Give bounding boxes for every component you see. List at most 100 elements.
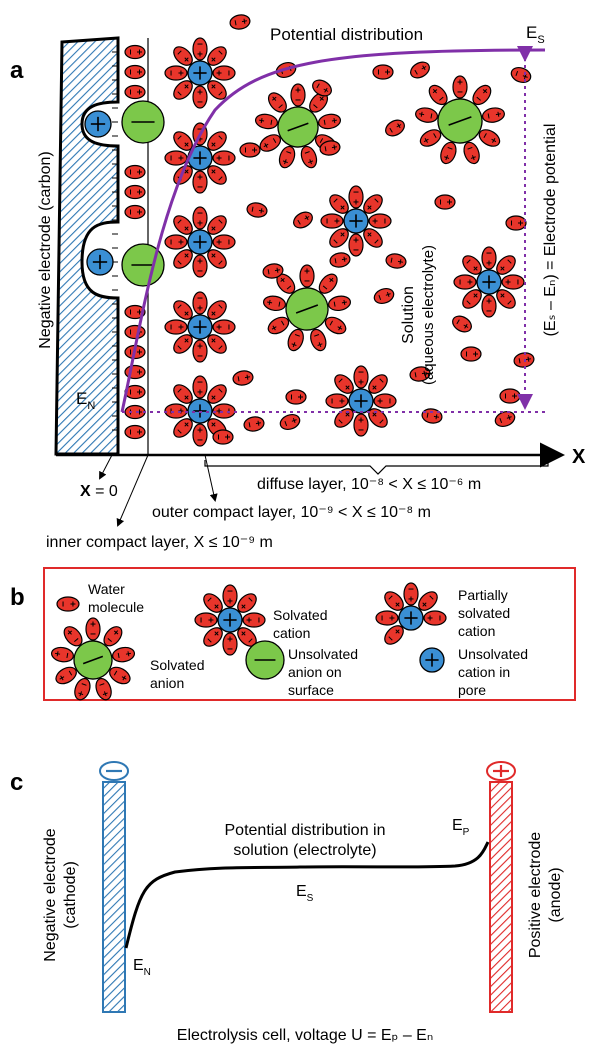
water-molecule (124, 384, 146, 400)
water-molecule (368, 374, 388, 394)
water-molecule (478, 129, 501, 147)
legend-solvated-cation-line2: cation (273, 625, 310, 641)
water-molecule (290, 83, 306, 107)
solvated-cation (194, 584, 266, 656)
water-molecule (173, 80, 193, 100)
water-molecule (403, 582, 419, 606)
water-molecule (50, 646, 74, 663)
water-molecule (173, 384, 193, 404)
water-molecule (452, 315, 472, 333)
water-molecule (63, 626, 83, 647)
water-molecule (173, 46, 193, 66)
water-molecule (287, 328, 304, 352)
water-molecule (192, 170, 208, 194)
water-molecule (267, 316, 290, 335)
solvated-cation (325, 365, 397, 437)
water-molecule (124, 424, 146, 440)
panel-a: a Negative electrode (carbon) Potential … (10, 14, 586, 551)
water-molecule (56, 596, 80, 612)
water-molecule (109, 666, 131, 685)
anion (121, 100, 165, 144)
water-molecule (203, 593, 223, 613)
water-molecule (173, 249, 193, 269)
cell-ep-label: EP (452, 817, 470, 838)
water-molecule (363, 194, 383, 214)
outer-label: outer compact layer, 10⁻⁹ < X ≤ 10⁻⁸ m (152, 504, 431, 521)
water-molecule (222, 632, 238, 656)
water-molecule (496, 255, 516, 275)
water-molecule (496, 289, 516, 309)
solvated-cation (164, 291, 236, 363)
cell-potential-curve (124, 841, 490, 949)
water-molecule (462, 255, 482, 275)
water-molecule (423, 610, 447, 626)
water-molecule (410, 61, 430, 79)
water-molecule (262, 263, 284, 279)
water-molecule (452, 75, 468, 99)
potential-curve (120, 48, 546, 413)
water-molecule (124, 44, 146, 60)
water-molecule (310, 328, 327, 352)
legend-unsolvated-anion-line1: Unsolvated (288, 646, 358, 662)
water-molecule (320, 213, 344, 229)
water-molecule (353, 365, 369, 389)
water-molecule (192, 375, 208, 399)
anode-label: Positive electrode (527, 832, 544, 958)
water-molecule (363, 228, 383, 248)
water-molecule (463, 141, 480, 165)
anion (277, 106, 319, 148)
water-molecule (510, 66, 532, 84)
outer-pointer (204, 454, 218, 502)
x-zero-label: X = 0 (80, 483, 118, 500)
water-molecule (203, 627, 223, 647)
water-molecule (212, 403, 236, 419)
surface-tick-marks (112, 51, 118, 431)
negative-electrode (54, 36, 120, 456)
panel-a-letter: a (10, 57, 24, 84)
water-molecule (222, 584, 238, 608)
cell-es-label: ES (296, 883, 314, 904)
molecule-layer (84, 14, 535, 447)
water-molecule (481, 107, 505, 123)
water-molecule (440, 141, 457, 165)
water-molecule (384, 625, 404, 645)
cation (84, 110, 112, 138)
legend-glyphs (50, 582, 447, 701)
inner-pointer (116, 454, 149, 527)
inner-label: inner compact layer, X ≤ 10⁻⁹ m (46, 534, 273, 551)
legend-unsolvated-anion-line3: surface (288, 682, 334, 698)
water-molecule (254, 113, 278, 130)
anode-bar (489, 781, 513, 1013)
electrode-potential-label: (Eₛ – Eₙ) = Electrode potential (542, 124, 559, 337)
potential-title: Potential distribution (270, 25, 423, 44)
water-molecule (259, 134, 282, 152)
water-molecule (164, 234, 188, 250)
cation (187, 229, 213, 255)
water-molecule (373, 287, 395, 305)
water-molecule (329, 194, 349, 214)
en-label: EN (76, 389, 95, 412)
water-molecule (428, 84, 448, 106)
water-molecule (384, 591, 404, 611)
water-molecule (368, 213, 392, 229)
water-molecule (164, 319, 188, 335)
es-label: ES (526, 23, 545, 46)
water-molecule (348, 185, 364, 209)
water-molecule (173, 215, 193, 235)
water-molecule (494, 410, 516, 428)
cation (217, 607, 243, 633)
water-molecule (460, 346, 482, 362)
water-molecule (212, 150, 236, 166)
anion (437, 98, 483, 144)
water-molecule (124, 404, 146, 420)
cation (343, 208, 369, 234)
water-molecule (192, 254, 208, 278)
water-molecule (373, 393, 397, 409)
water-molecule (385, 253, 407, 269)
legend-solvated-anion-line2: anion (150, 675, 184, 691)
water-molecule (263, 295, 287, 312)
water-molecule (409, 366, 431, 382)
water-molecule (501, 274, 525, 290)
anion (245, 640, 285, 680)
water-molecule (324, 316, 347, 335)
